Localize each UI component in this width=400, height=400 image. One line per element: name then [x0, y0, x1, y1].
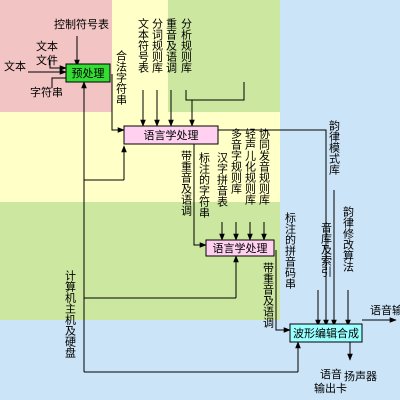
- label-coart-rules: 协同发音规则库: [258, 127, 271, 206]
- label-control-table: 控制符号表: [54, 17, 109, 31]
- label-sound-card-1: 语音: [320, 367, 342, 381]
- label-char-string: 字符串: [30, 85, 63, 99]
- label-text-file-1: 文本: [36, 39, 58, 53]
- label-legal-string: 合法字符串: [115, 49, 128, 106]
- synth-label: 波形编辑合成: [293, 326, 359, 340]
- label-text: 文本: [4, 59, 26, 73]
- label-sound-index: 音库及索引: [320, 221, 333, 277]
- region-blue-bottom: [0, 320, 280, 400]
- arrow-legal-string: [111, 74, 125, 133]
- preprocess-label: 预处理: [72, 67, 105, 80]
- label-speaker: 扬声器: [344, 369, 377, 383]
- arrow-text-file: [49, 60, 67, 71]
- arrow-char-string: [51, 77, 66, 88]
- label-polyphone-rules: 多音字规则库: [230, 127, 243, 195]
- synth-box: [289, 323, 363, 343]
- label-text-symbol-table: 文本符号表: [137, 17, 150, 74]
- line-ling1-output: [193, 144, 207, 248]
- label-annotated-pinyin: 标注的拼音码串: [284, 211, 297, 290]
- label-pinyin-table: 汉字拼音表: [216, 152, 229, 208]
- line-ling2-output: [275, 250, 291, 333]
- region-green-mid: [0, 202, 280, 320]
- ling2-label: 语言学处理: [213, 241, 268, 255]
- label-stress-tone-2: 带重音及语调: [262, 262, 275, 329]
- ling2-box: [205, 239, 275, 257]
- label-erhua-rules: 轻声儿化规则库: [244, 127, 257, 206]
- label-annotated-string: 标注的字符串: [198, 151, 211, 219]
- label-stress-tone-1: 带重音及语调: [180, 150, 193, 217]
- label-analysis-rules: 分析规则库: [180, 18, 193, 74]
- line-ling1-right: [218, 129, 329, 327]
- ling1-box: [123, 125, 219, 145]
- label-word-seg-rules: 分词规则库: [151, 18, 164, 74]
- process-boxes: 预处理 语言学处理 语言学处理 波形编辑合成: [65, 63, 363, 343]
- label-stress-tone-rules: 重音及语调: [165, 17, 178, 74]
- vertical-labels: 合法字符串 文本符号表 分词规则库 重音及语调 分析规则库 韵律模式库 带重音及…: [64, 17, 355, 358]
- preprocess-box: [65, 63, 111, 83]
- line-analysis-to-right: [186, 82, 245, 101]
- label-computer: 计算机主机及硬盘: [64, 270, 77, 358]
- label-prosody-modify: 韵律修改算法: [342, 205, 355, 272]
- region-pink: [0, 0, 112, 112]
- ling1-label: 语言学处理: [144, 128, 199, 142]
- label-sound-card-2: 输出卡: [314, 381, 347, 395]
- region-green-top: [168, 0, 280, 112]
- label-prosody-model: 韵律模式库: [328, 119, 341, 176]
- label-text-file-2: 文件: [36, 53, 58, 67]
- connectors: [28, 36, 397, 373]
